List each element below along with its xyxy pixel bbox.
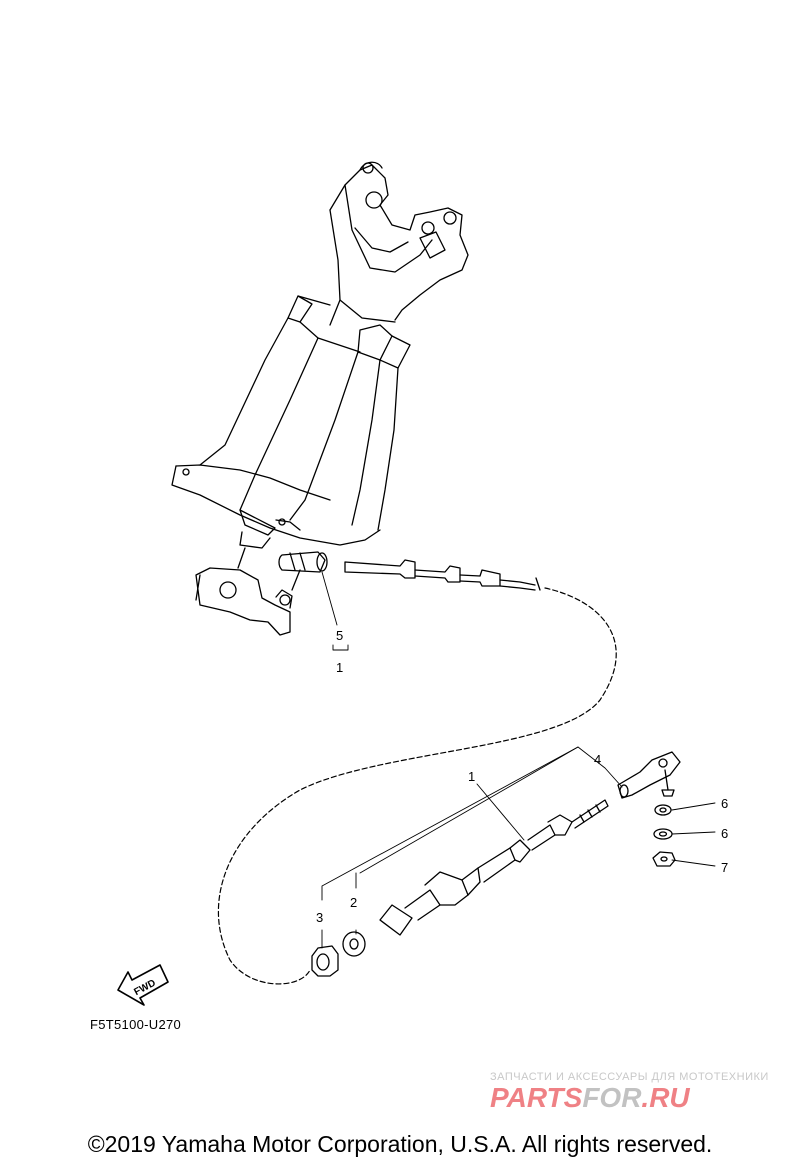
copyright-notice: ©2019 Yamaha Motor Corporation, U.S.A. A… [87, 1131, 713, 1157]
watermark-brand-b: FOR [582, 1082, 642, 1113]
throttle-cable [379, 799, 609, 936]
washer-1 [654, 804, 672, 816]
callout-4: 4 [594, 752, 601, 767]
fwd-arrow-icon [117, 964, 169, 1006]
rod-end [617, 751, 681, 799]
cable-end-fitting [278, 551, 541, 591]
callout-1-lower: 1 [468, 769, 475, 784]
callout-5: 5 [336, 628, 343, 643]
callout-6-lower: 6 [721, 826, 728, 841]
mount-bracket [171, 161, 469, 636]
nut [652, 851, 676, 867]
watermark-brand-a: PARTS [490, 1082, 583, 1113]
part-2-washer [342, 931, 366, 957]
callout-1-upper: 1 [336, 660, 343, 675]
figure-code: F5T5100-U270 [90, 1017, 182, 1032]
watermark-brand-c: .RU [641, 1082, 690, 1113]
callouts: 5 1 4 1 6 6 7 3 2 FWD [132, 628, 728, 998]
part-3-nut [311, 945, 339, 977]
callout-3: 3 [316, 910, 323, 925]
washer-2 [653, 828, 673, 840]
cable-path [217, 587, 617, 985]
callout-7: 7 [721, 860, 728, 875]
watermark-logo: PARTSFOR.RU [490, 1082, 690, 1114]
callout-6-upper: 6 [721, 796, 728, 811]
callout-2: 2 [350, 895, 357, 910]
watermark-tagline: ЗАПЧАСТИ И АКСЕССУАРЫ ДЛЯ МОТОТЕХНИКИ [490, 1071, 769, 1083]
leader-lines [321, 571, 716, 949]
